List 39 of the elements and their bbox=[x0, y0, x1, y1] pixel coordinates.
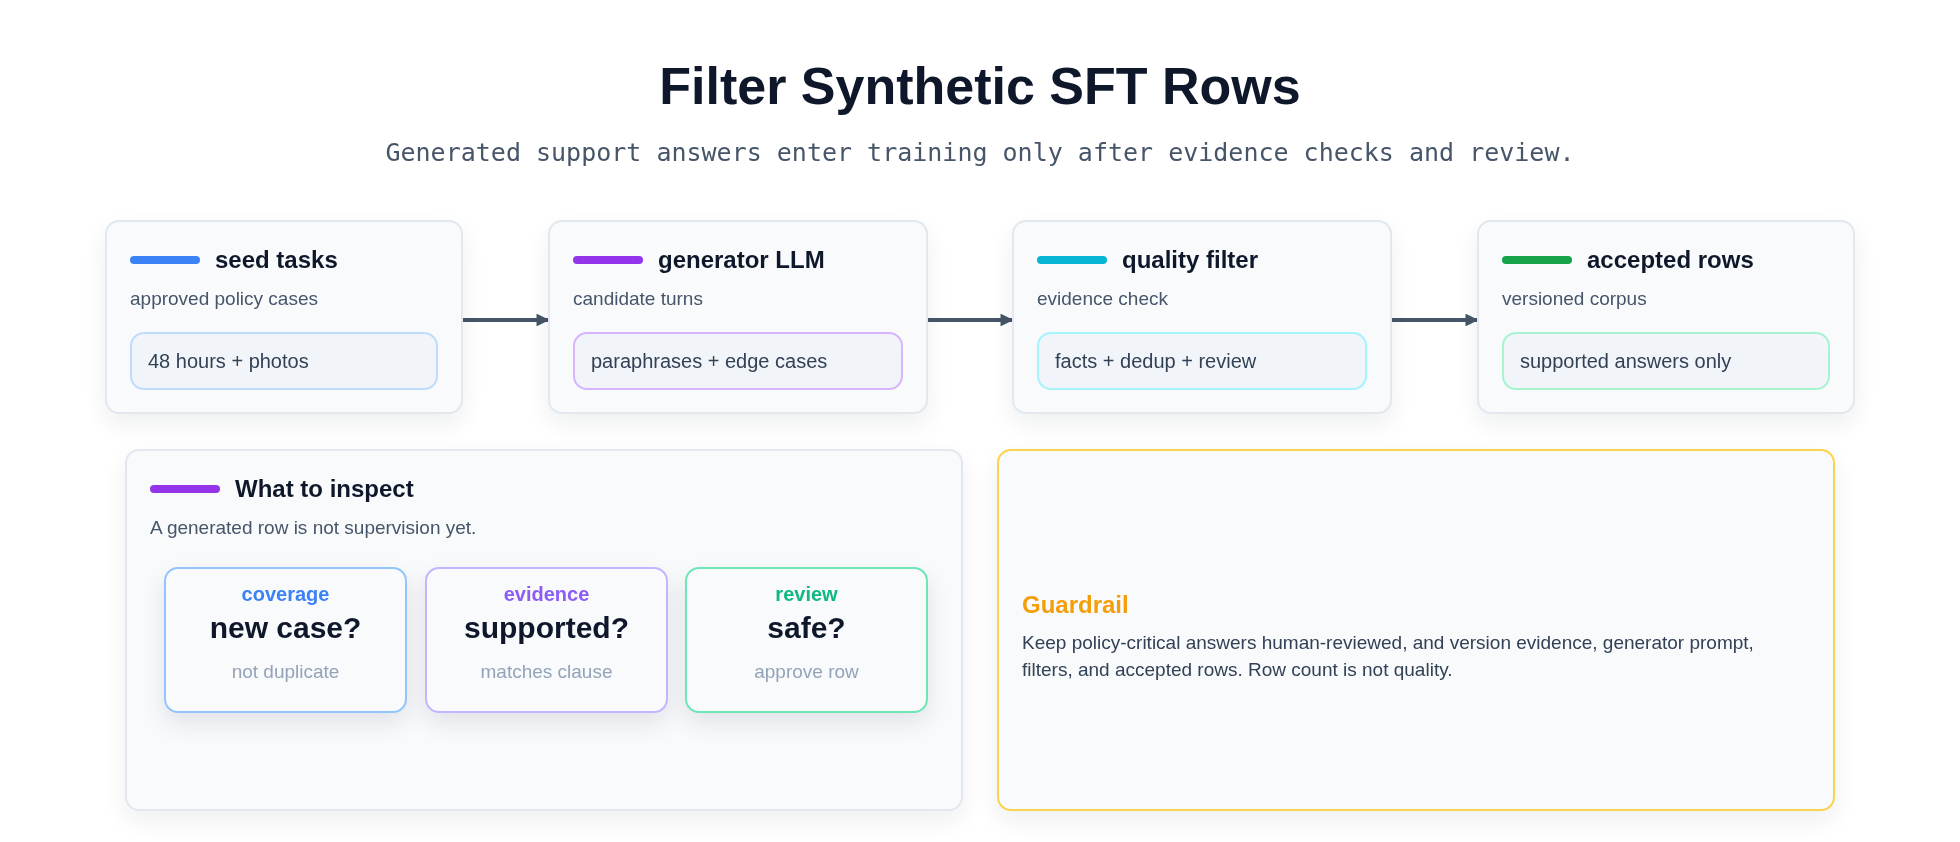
card-heading: generator LLM bbox=[658, 246, 825, 274]
card-description: A generated row is not supervision yet. bbox=[150, 517, 477, 539]
detail-box: paraphrases + edge cases bbox=[573, 332, 903, 390]
note-heading: Guardrail bbox=[1022, 591, 1129, 619]
card-description: evidence check bbox=[1037, 288, 1168, 310]
check-question: supported? bbox=[463, 611, 630, 645]
card-heading: What to inspect bbox=[235, 475, 414, 503]
check-criterion: approve row bbox=[753, 661, 860, 683]
process-card bbox=[105, 220, 463, 414]
detail-box: supported answers only bbox=[1502, 332, 1830, 390]
check-question: safe? bbox=[766, 611, 847, 645]
card-heading: seed tasks bbox=[215, 246, 338, 274]
card-heading: quality filter bbox=[1122, 246, 1259, 274]
process-card bbox=[548, 220, 928, 414]
check-card bbox=[425, 567, 668, 713]
check-criterion: matches clause bbox=[479, 661, 614, 683]
note-card bbox=[997, 449, 1835, 811]
card-description: approved policy cases bbox=[130, 288, 318, 310]
check-category: evidence bbox=[502, 583, 591, 606]
detail-box: 48 hours + photos bbox=[130, 332, 438, 390]
check-criterion: not duplicate bbox=[230, 661, 341, 683]
detail-box: facts + dedup + review bbox=[1037, 332, 1367, 390]
card-heading: accepted rows bbox=[1587, 246, 1754, 274]
check-category: review bbox=[774, 583, 839, 606]
check-question: new case? bbox=[208, 611, 363, 645]
subtitle: Generated support answers enter training only after evidence checks and review. bbox=[384, 138, 1576, 167]
process-card bbox=[125, 449, 963, 811]
process-card bbox=[1477, 220, 1855, 414]
check-category: coverage bbox=[240, 583, 331, 606]
note-text: Keep policy-critical answers human-reviewed, and version evidence, generator prompt, filters, and accepted rows. Row count is not quality. bbox=[1022, 631, 1755, 682]
arrow bbox=[1392, 313, 1479, 327]
arrow bbox=[928, 313, 1014, 327]
arrow bbox=[463, 313, 550, 327]
process-card bbox=[1012, 220, 1392, 414]
card-description: versioned corpus bbox=[1502, 288, 1647, 310]
check-card bbox=[685, 567, 928, 713]
card-description: candidate turns bbox=[573, 288, 703, 310]
title: Filter Synthetic SFT Rows bbox=[658, 56, 1302, 116]
check-card bbox=[164, 567, 407, 713]
